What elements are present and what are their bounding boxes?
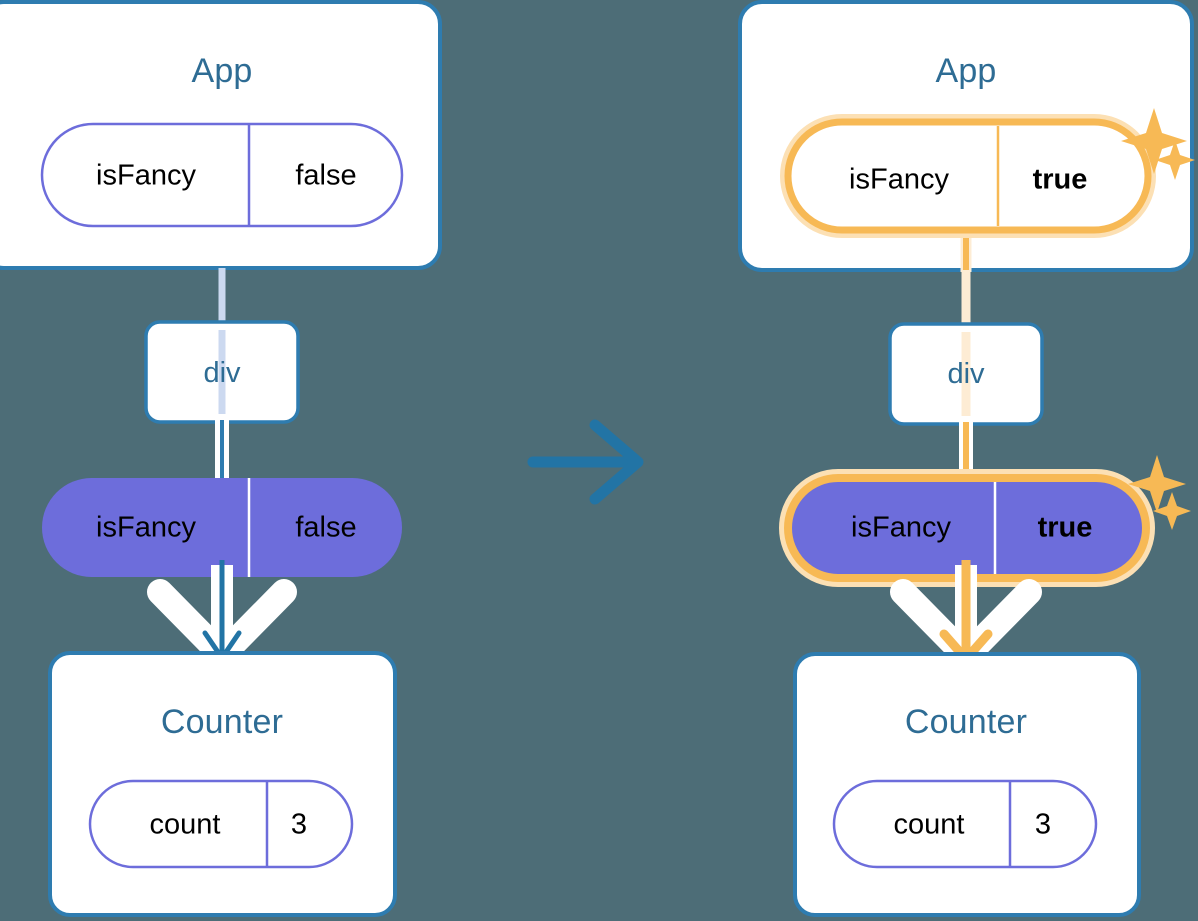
sparkle-large-app (1121, 108, 1187, 174)
right-app-pill (780, 114, 1156, 238)
left-app-pill (40, 122, 404, 228)
right-div-box (888, 322, 1044, 426)
left-div-box (144, 320, 300, 424)
left-state-pill (42, 478, 402, 577)
right-state-pill (779, 469, 1155, 587)
sparkle-small-app (1155, 140, 1195, 180)
sparkle-large-state (1128, 455, 1186, 513)
right-counter-pill (832, 779, 1098, 869)
left-counter-pill (88, 779, 354, 869)
transition-right-arrow (527, 419, 644, 505)
sparkle-small-state (1153, 492, 1191, 530)
